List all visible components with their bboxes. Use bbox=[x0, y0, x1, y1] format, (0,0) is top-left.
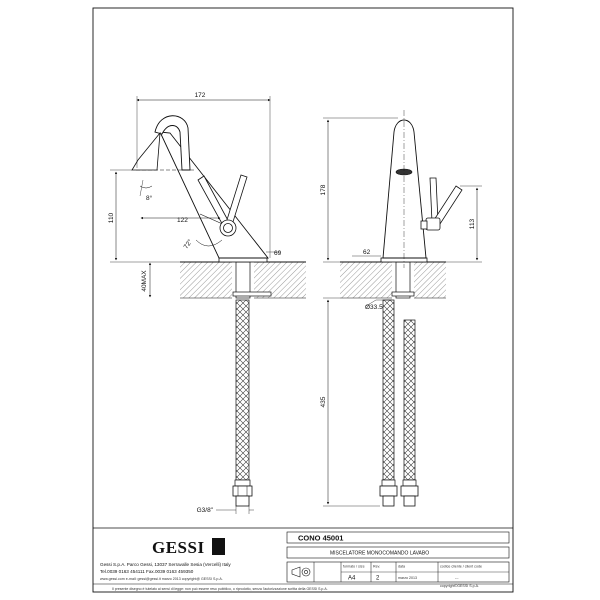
dim-overall-width: 172 bbox=[195, 92, 206, 99]
info-cells: formato / size A4 Rev. 2 data marzo 2013… bbox=[286, 561, 510, 588]
dim-overall-height: 178 bbox=[320, 184, 327, 195]
projection-symbol bbox=[291, 566, 311, 578]
dim-height: 110 bbox=[108, 212, 115, 223]
client-code-value: --- bbox=[455, 576, 459, 580]
front-tap-body bbox=[382, 119, 427, 259]
dim-hole-diameter: Ø33.5 bbox=[365, 304, 383, 311]
format-value: A4 bbox=[348, 576, 356, 582]
sheet-border bbox=[92, 7, 514, 593]
side-lever bbox=[197, 174, 248, 237]
front-lever bbox=[420, 177, 463, 231]
front-view: 178 113 62 Ø33.5 435 bbox=[320, 110, 482, 507]
front-hose-2 bbox=[403, 319, 416, 481]
company-web: www.gessi.com e-mail: gessi@gessi.it mar… bbox=[100, 577, 223, 581]
company-address: Gessi S.p.A. Parco Gessi, 13037 Serraval… bbox=[100, 562, 231, 567]
gessi-logo: GESSI bbox=[152, 538, 225, 557]
client-code-label: codice cliente / client code bbox=[440, 565, 482, 569]
copyright-cell: copyright©GESSI S.p.A. bbox=[440, 584, 479, 588]
title-block: GESSI Gessi S.p.A. Parco Gessi, 13037 Se… bbox=[93, 527, 513, 591]
dim-hose-length: 435 bbox=[320, 396, 327, 407]
rev-label: Rev. bbox=[373, 565, 380, 569]
dim-spout-angle: 8° bbox=[146, 194, 153, 202]
dim-deck-thickness: 40MAX bbox=[141, 270, 148, 292]
side-view: 172 110 8° 122 72° 69 40MAX G3/8" bbox=[108, 92, 306, 514]
dim-lever-height: 113 bbox=[469, 218, 476, 229]
date-label: data bbox=[398, 565, 405, 569]
side-hose bbox=[235, 299, 250, 481]
product-code: CONO 45001 bbox=[298, 534, 343, 543]
product-description: MISCELATORE MONOCOMANDO LAVABO bbox=[330, 551, 429, 557]
dim-base-offset: 69 bbox=[274, 250, 282, 257]
dim-reach: 122 bbox=[177, 217, 188, 224]
rev-value: 2 bbox=[376, 576, 380, 582]
dim-lever-angle: 72° bbox=[182, 237, 194, 250]
company-phone: Tel.0039 0163 454111 Fax.0039 0163 45935… bbox=[100, 569, 194, 574]
dim-thread: G3/8" bbox=[197, 507, 214, 514]
front-hose bbox=[382, 299, 395, 481]
legal-disclaimer: Il presente disegno è tutelato ai sensi … bbox=[112, 587, 328, 591]
logo-text: GESSI bbox=[152, 538, 205, 557]
date-value: marzo 2013 bbox=[398, 576, 417, 580]
dim-base-width: 62 bbox=[363, 249, 371, 256]
format-label: formato / size bbox=[343, 565, 365, 569]
